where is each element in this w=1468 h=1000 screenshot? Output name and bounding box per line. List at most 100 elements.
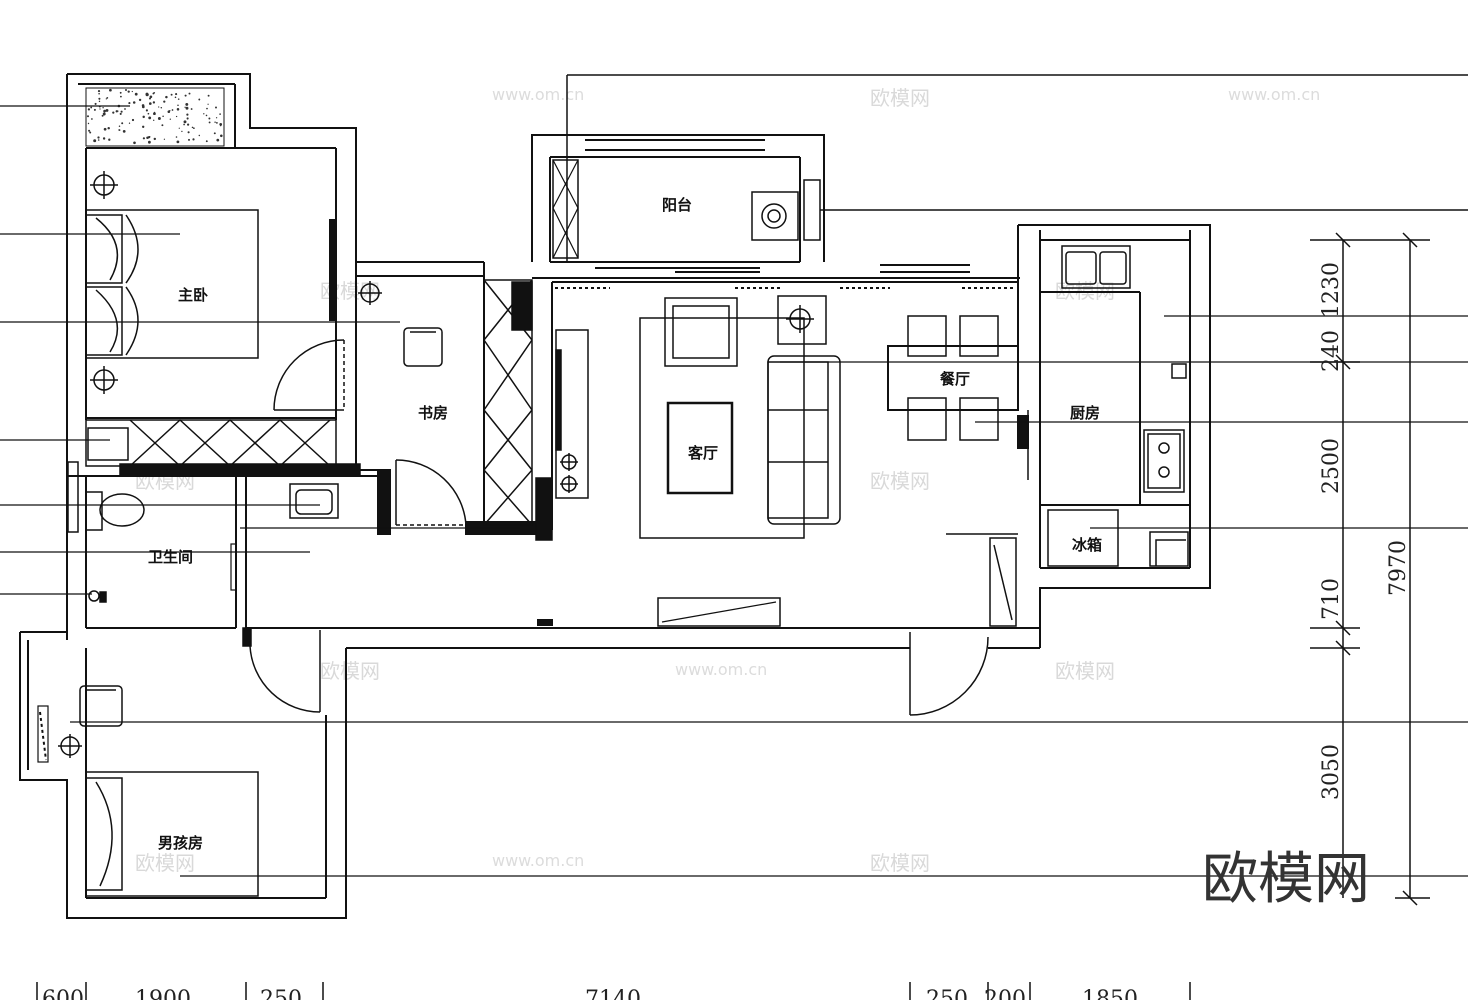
planter-speckle	[94, 102, 97, 105]
study-label: 书房	[418, 404, 448, 422]
second-bedroom-label: 男孩房	[158, 834, 203, 852]
planter-speckle	[87, 122, 90, 125]
master-bedroom-walls	[66, 73, 357, 640]
watermark-url: www.om.cn	[675, 660, 767, 679]
toilet-icon	[85, 491, 145, 531]
planter-speckle	[163, 138, 166, 140]
planter-speckle	[188, 138, 190, 141]
planter-speckle	[132, 101, 136, 104]
planter-speckle	[97, 136, 100, 139]
planter-speckle	[103, 109, 106, 113]
planter-speckle	[220, 134, 223, 138]
planter-speckle	[97, 90, 101, 93]
planter-speckle	[134, 92, 138, 96]
stove-icon	[1143, 429, 1185, 493]
coffee-table	[666, 401, 734, 495]
planter-speckle	[190, 108, 193, 110]
planter-speckle	[120, 95, 122, 98]
master-bedroom-label: 主卧	[178, 286, 208, 304]
planter-speckle	[138, 98, 142, 102]
planter-speckle	[187, 131, 190, 134]
planter-speckle	[93, 139, 97, 143]
planter-speckle	[198, 134, 201, 137]
planter-speckle	[149, 136, 151, 138]
wall-column	[1017, 415, 1029, 449]
shower-icon	[88, 590, 107, 603]
planter-speckle	[141, 105, 145, 109]
planter-speckle	[207, 94, 210, 97]
planter-speckle	[89, 131, 92, 134]
planter-speckle	[149, 102, 152, 105]
planter-speckle	[185, 106, 189, 110]
dining-room-label: 餐厅	[940, 370, 970, 388]
study-door	[395, 459, 467, 526]
planter-speckle	[174, 96, 177, 99]
planter-speckle	[213, 132, 216, 135]
outlet-icon	[1171, 363, 1187, 379]
dim-label: 7140	[585, 987, 641, 1000]
planter-speckle	[105, 98, 107, 100]
planter-speckle	[153, 112, 156, 115]
watermark-logo: 欧模网	[870, 86, 930, 110]
planter-box	[85, 87, 225, 147]
planter-speckle	[131, 90, 133, 93]
planter-speckle	[124, 88, 128, 92]
kitchen-walls	[1017, 224, 1211, 629]
corridor-walls	[246, 588, 1041, 649]
planter-speckle	[127, 90, 130, 93]
kitchen-sink-icon	[1061, 245, 1131, 289]
dim-label: 1900	[135, 987, 191, 1000]
planter-speckle	[102, 107, 104, 109]
planter-speckle	[152, 92, 155, 95]
fridge-label: 冰箱	[1072, 536, 1102, 554]
planter-speckle	[147, 112, 150, 115]
ceiling-light-icon	[58, 734, 82, 758]
planter-speckle	[181, 130, 183, 133]
planter-speckle	[131, 118, 135, 122]
planter-speckle	[191, 126, 194, 129]
planter-speckle	[169, 118, 171, 120]
planter-speckle	[176, 140, 180, 144]
planter-speckle	[207, 103, 209, 105]
basin-icon	[289, 483, 339, 519]
planter-speckle	[170, 93, 173, 96]
watermark-logo: 欧模网	[870, 851, 930, 875]
planter-speckle	[149, 95, 153, 99]
dim-label: 250	[926, 987, 968, 1000]
planter-speckle	[112, 111, 115, 114]
planter-speckle	[215, 117, 218, 119]
planter-speckle	[118, 129, 121, 131]
living-rug	[639, 317, 805, 539]
bathroom-door-panel	[230, 543, 237, 591]
planter-speckle	[102, 112, 106, 116]
planter-speckle	[142, 115, 145, 119]
planter-speckle	[87, 108, 91, 111]
planter-speckle	[219, 124, 222, 127]
watermark-logo: 欧模网	[135, 851, 195, 875]
bedroom2-door	[242, 627, 321, 713]
planter-speckle	[98, 97, 101, 100]
planter-speckle	[86, 115, 90, 118]
planter-speckle	[188, 92, 191, 95]
planter-speckle	[157, 117, 161, 120]
planter-speckle	[120, 110, 123, 113]
planter-speckle	[184, 94, 187, 97]
planter-speckle	[98, 100, 101, 103]
fridge	[1047, 509, 1119, 567]
planter-speckle	[163, 100, 166, 103]
planter-speckle	[119, 91, 122, 94]
planter-speckle	[115, 110, 119, 113]
planter-speckle	[91, 118, 93, 120]
planter-speckle	[97, 139, 100, 141]
planter-speckle	[208, 121, 211, 124]
planter-speckle	[99, 108, 101, 110]
planter-speckle	[205, 114, 208, 117]
planter-speckle	[177, 104, 179, 106]
planter-speckle	[219, 113, 221, 115]
master-bed	[0, 209, 259, 359]
kitchen-label: 厨房	[1070, 404, 1100, 422]
dim-label: 250	[260, 987, 302, 1000]
planter-speckle	[118, 125, 121, 128]
